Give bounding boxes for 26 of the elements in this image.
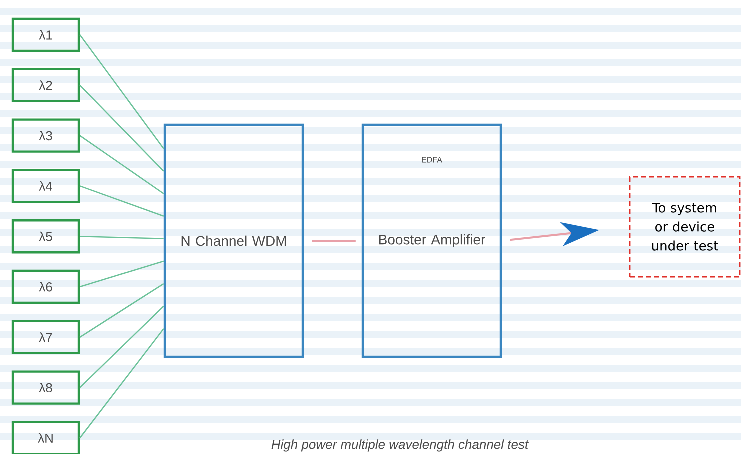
connector-line [80,186,164,217]
block-label: N Channel WDM [182,236,286,246]
block-box [362,124,502,358]
caption: High power multiple wavelength channel test [272,440,530,452]
channel-box: λ6 [12,270,80,304]
connector-line [80,260,164,288]
channel-box: λ3 [12,118,80,153]
connector-line [80,236,164,240]
connector-line [312,240,356,242]
connector-line [80,84,164,172]
channel-box: λ5 [12,220,80,254]
connector-line [80,283,164,338]
connector-line [80,306,164,388]
channel-box: λN [12,421,80,454]
target-box: To system or device under test [629,176,741,278]
channel-box: λ2 [12,68,80,102]
block-label: Booster Amplifier [379,234,486,248]
model-label: EDFA [422,157,442,163]
channel-box: λ7 [12,320,80,354]
block-box [164,124,304,358]
channel-box: λ4 [12,169,80,204]
channel-box: λ1 [12,18,80,52]
connector-line [80,34,164,150]
channel-box: λ8 [12,370,80,405]
connector-line [80,135,164,194]
connector-line [80,328,164,439]
